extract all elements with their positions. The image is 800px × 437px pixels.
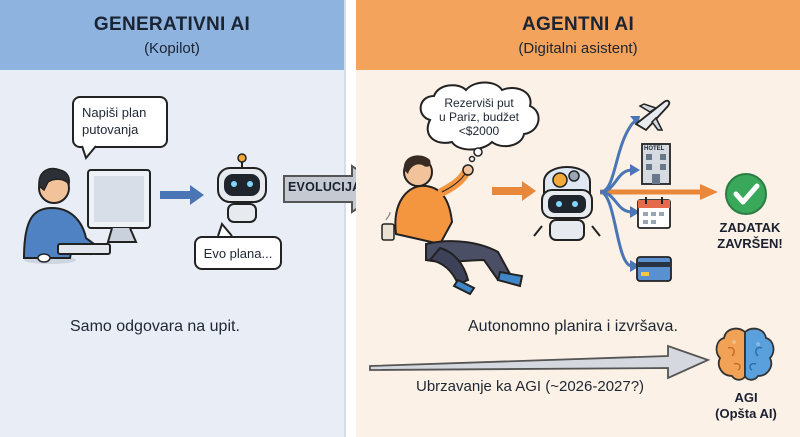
calendar-icon xyxy=(637,197,671,229)
checkmark-icon xyxy=(725,173,767,215)
task-complete-line-1: ZADATAK xyxy=(719,220,781,235)
user-prompt-bubble-tail xyxy=(81,145,97,161)
generative-ai-panel: GENERATIVNI AI (Kopilot) Napiši plan put… xyxy=(0,0,346,437)
task-complete-label: ZADATAK ZAVRŠEN! xyxy=(710,220,790,252)
user-prompt-line-1: Napiši plan xyxy=(82,105,147,120)
orange-arrow-icon xyxy=(492,181,536,201)
brain-icon xyxy=(715,327,775,381)
hotel-sign: HOTEL xyxy=(644,146,665,152)
evolution-label: EVOLUCIJA xyxy=(288,180,362,194)
robot-icon xyxy=(217,153,267,223)
generative-ai-title: GENERATIVNI AI xyxy=(93,14,251,35)
thought-line-3: <$2000 xyxy=(458,124,500,138)
agentic-ai-panel: AGENTNI AI (Digitalni asistent) Rezerviš… xyxy=(356,0,800,437)
blue-arrow-icon xyxy=(160,185,204,205)
thought-cloud-shape xyxy=(419,81,540,163)
relaxed-person-icon xyxy=(381,155,524,296)
acceleration-arrow-icon xyxy=(369,344,711,380)
agentic-ai-caption: Autonomno planira i izvršava. xyxy=(468,318,678,335)
hotel-icon xyxy=(641,143,671,185)
credit-card-icon xyxy=(636,256,672,282)
bot-reply-bubble-tail xyxy=(217,221,233,237)
agi-line-1: AGI xyxy=(734,390,758,405)
thought-line-1: Rezerviši put xyxy=(444,96,514,110)
airplane-icon xyxy=(634,99,671,132)
agentic-ai-title: AGENTNI AI xyxy=(521,14,635,35)
bot-reply-bubble: Evo plana... xyxy=(194,236,282,270)
robot-gears-icon xyxy=(533,166,601,241)
agentic-ai-header: AGENTNI AI (Digitalni asistent) xyxy=(356,0,800,70)
generative-ai-caption: Samo odgovara na upit. xyxy=(70,318,240,335)
task-branch-arrows xyxy=(599,116,718,272)
acceleration-label: Ubrzavanje ka AGI (~2026-2027?) xyxy=(416,378,645,395)
user-prompt-bubble: Napiši plan putovanja xyxy=(72,96,168,148)
user-prompt-line-2: putovanja xyxy=(82,122,139,137)
agi-line-2: (Opšta AI) xyxy=(715,406,777,421)
bot-reply-text: Evo plana... xyxy=(203,246,273,261)
generative-ai-subtitle: (Kopilot) xyxy=(144,40,200,57)
task-complete-line-2: ZAVRŠEN! xyxy=(717,236,783,251)
generative-ai-header: GENERATIVNI AI (Kopilot) xyxy=(0,0,344,70)
thought-line-2: u Pariz, budžet xyxy=(438,110,520,124)
agi-label: AGI (Opšta AI) xyxy=(698,390,794,422)
thought-cloud-text: Rezerviši put u Pariz, budžet <$2000 xyxy=(418,96,540,138)
user-at-computer-icon xyxy=(22,167,151,264)
agentic-ai-subtitle: (Digitalni asistent) xyxy=(518,40,638,57)
